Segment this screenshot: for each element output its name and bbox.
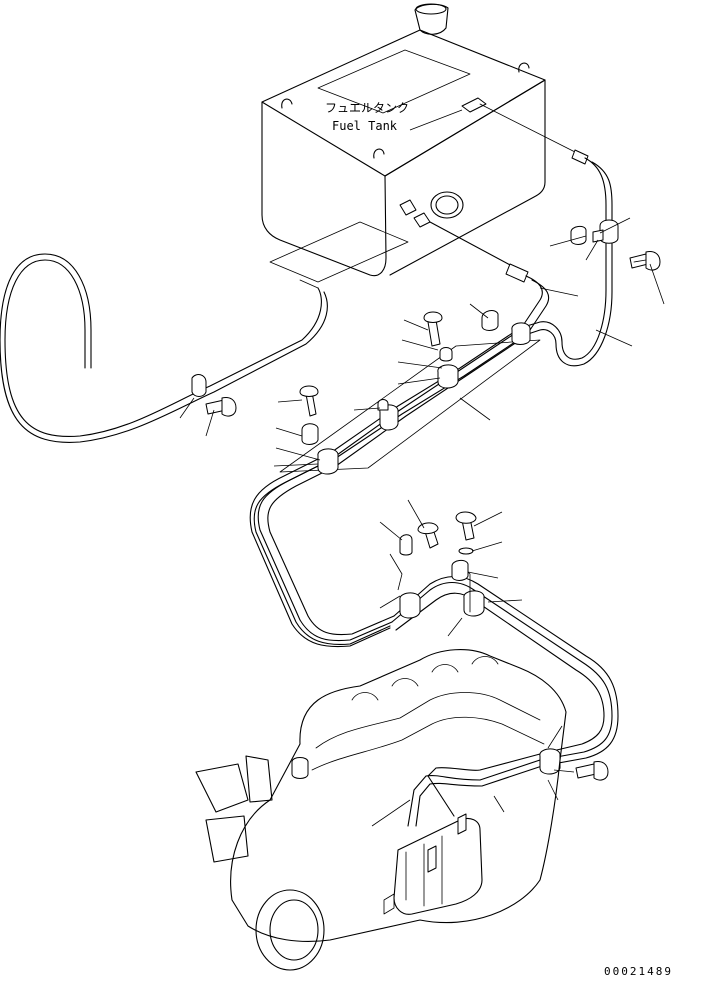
cushion-part	[570, 225, 587, 245]
cushion-a	[481, 310, 499, 331]
tank-bracket-outline	[269, 221, 409, 283]
bolt-e	[575, 763, 597, 779]
bolt-a	[427, 319, 441, 347]
engine	[195, 649, 567, 971]
cushion-c	[451, 559, 469, 581]
right-bolt	[629, 251, 661, 271]
clip-a	[399, 534, 413, 556]
loose-parts	[299, 310, 609, 781]
return-hose	[479, 103, 619, 367]
tank-label: フュエルタンク Fuel Tank	[325, 101, 463, 133]
cushion-b	[301, 423, 319, 445]
figure-code: 00021489	[604, 965, 673, 978]
clip-b	[377, 399, 389, 411]
fuel-tank	[261, 3, 546, 277]
leader-lines	[179, 217, 665, 827]
tank-label-jp: フュエルタンク	[325, 101, 409, 115]
nut-a	[439, 347, 453, 362]
breather-hose	[0, 253, 328, 443]
breather-bolt	[205, 397, 237, 417]
washer-a	[458, 547, 474, 555]
tank-label-en: Fuel Tank	[332, 119, 398, 133]
